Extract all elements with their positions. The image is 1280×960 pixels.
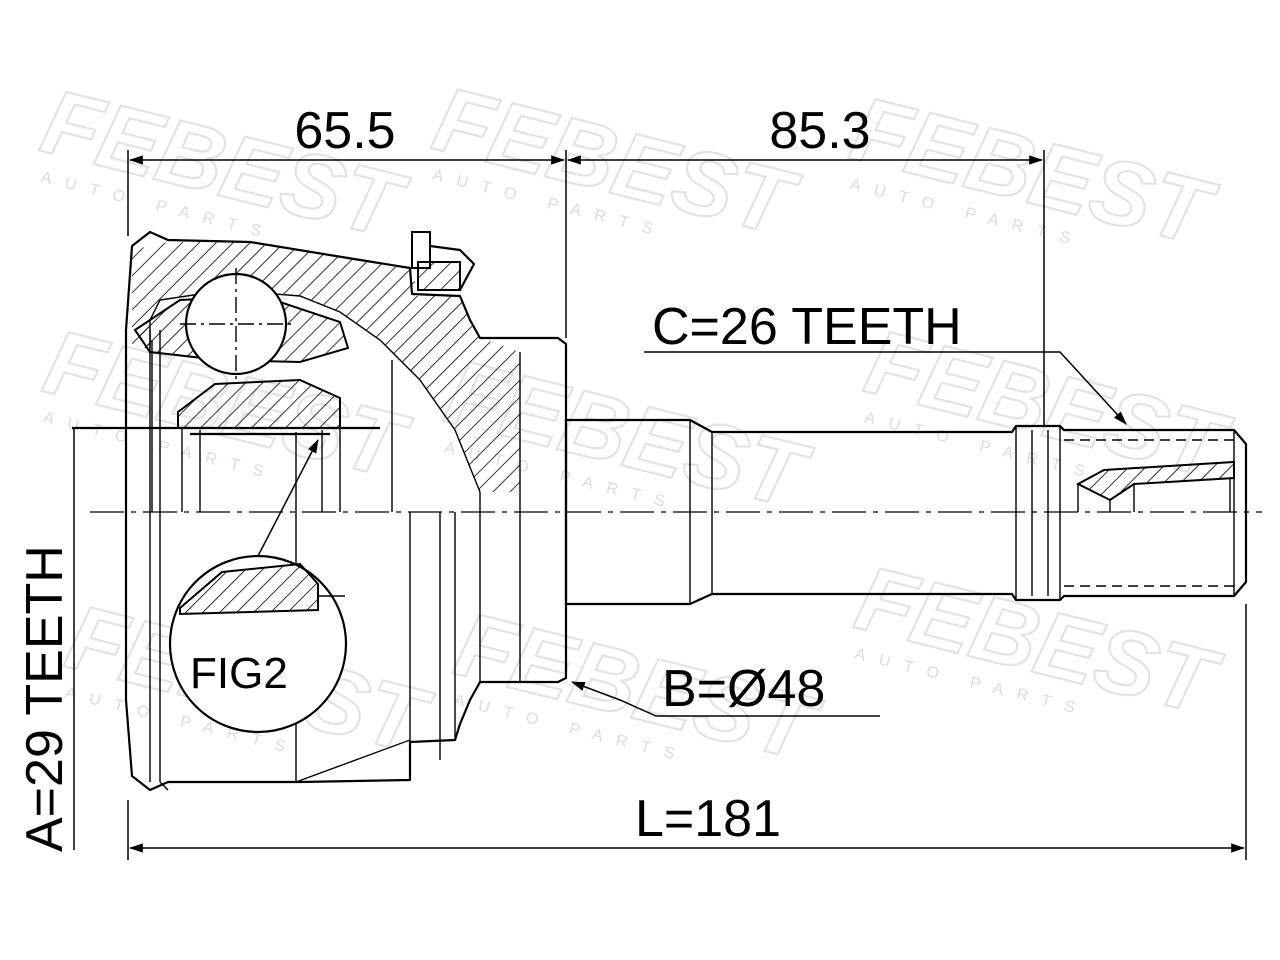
- housing-wall-hatch: [132, 242, 520, 492]
- watermark: FEBEST AUTO PARTS: [423, 67, 809, 258]
- fig2-leader: [257, 438, 319, 557]
- dim-65-5-label: 65.5: [294, 102, 395, 160]
- fig2-detail: FIG2: [168, 438, 348, 734]
- watermark: FEBEST AUTO PARTS: [841, 77, 1227, 268]
- watermark: FEBEST AUTO PARTS: [846, 546, 1232, 737]
- ball-cage: [72, 268, 380, 512]
- axle-shaft: [564, 418, 1248, 606]
- callout-c-leader: [644, 351, 1127, 425]
- dim-85-3-label: 85.3: [769, 102, 870, 160]
- seal-ring: [411, 231, 476, 291]
- callout-c-label: C=26 TEETH: [652, 298, 962, 356]
- callout-b-label: B=Ø48: [662, 660, 825, 718]
- cup-inner-curve: [149, 291, 481, 493]
- callout-b-leader: [570, 681, 880, 717]
- callout-a-label: A=29 TEETH: [16, 545, 74, 852]
- callouts: C=26 TEETH B=Ø48 A=29 TEETH: [16, 298, 1127, 852]
- dimension-lines: 65.5 85.3 L=181: [127, 102, 1247, 860]
- fig2-label: FIG2: [190, 649, 288, 698]
- dim-total-label: L=181: [635, 790, 781, 848]
